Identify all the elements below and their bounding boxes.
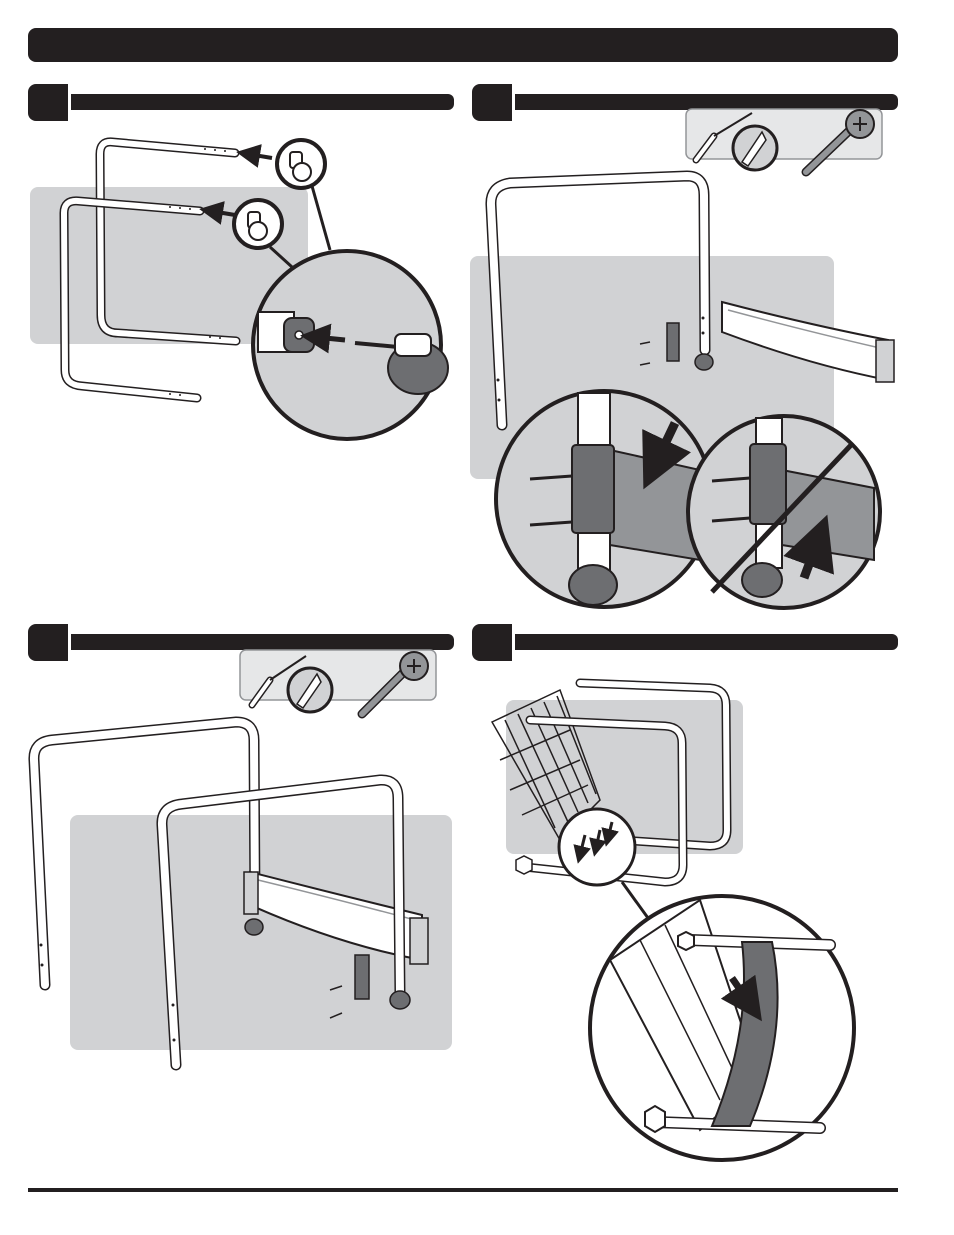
step-4-leader-line [620,881,650,919]
step-3-bracket [354,954,370,1000]
step-1-frame-back [95,137,241,346]
step-2-title-bar [512,94,898,110]
step-2-small-screws [639,341,651,366]
step-1-detail-magnifier [251,249,449,441]
step-1-header [28,84,454,121]
step-2-detail-incorrect [686,414,882,610]
step-2-tools-box [685,108,883,177]
step-1-insert-arrow-top [236,144,273,168]
step-2-frame-holes [496,316,705,402]
step-3-header [28,624,454,661]
step-4-header [472,624,898,661]
step-2-prohibited-slash [710,442,854,594]
step-4-wire-grate [490,688,601,842]
step-3-u-frame-front [156,774,406,1071]
step-2-cross-brace [721,300,895,383]
step-3-u-frame-back [28,716,261,991]
step-4-detail-magnifier [588,894,856,1162]
step-2-u-frame [485,170,711,431]
page-header-bar [28,28,898,62]
step-2-detail-correct [494,389,714,609]
step-1-frame-front [59,196,205,403]
step-1-title-bar [68,94,454,110]
step-1-tube-holes [169,148,226,396]
step-3-casters [244,918,411,1010]
step-2-bracket [666,322,680,362]
step-1-caster-callout-bottom [232,198,284,250]
step-4-u-frame-back [575,678,732,851]
step-3-frame-holes [39,943,176,1042]
step-2-badge [472,84,512,121]
step-4-callout [557,807,637,887]
step-1-insert-arrow-bottom [199,201,236,225]
step-4-u-frame-front [520,715,688,887]
step-1-badge [28,84,68,121]
step-2-caster [694,353,714,371]
step-1-caster-callout-top [275,138,327,190]
step-3-small-screws [329,985,343,1019]
step-3-title-bar [68,634,454,650]
footer-rule [28,1188,898,1192]
step-4-title-bar [512,634,898,650]
step-2-header [472,84,898,121]
step-1-leader-line-a [310,185,332,251]
step-3-badge [28,624,68,661]
step-4-badge [472,624,512,661]
step-3-tools-box [239,649,437,719]
step-3-cross-brace [243,870,429,965]
step-4-caster [515,855,533,875]
step-1-leader-line-b [268,245,294,269]
